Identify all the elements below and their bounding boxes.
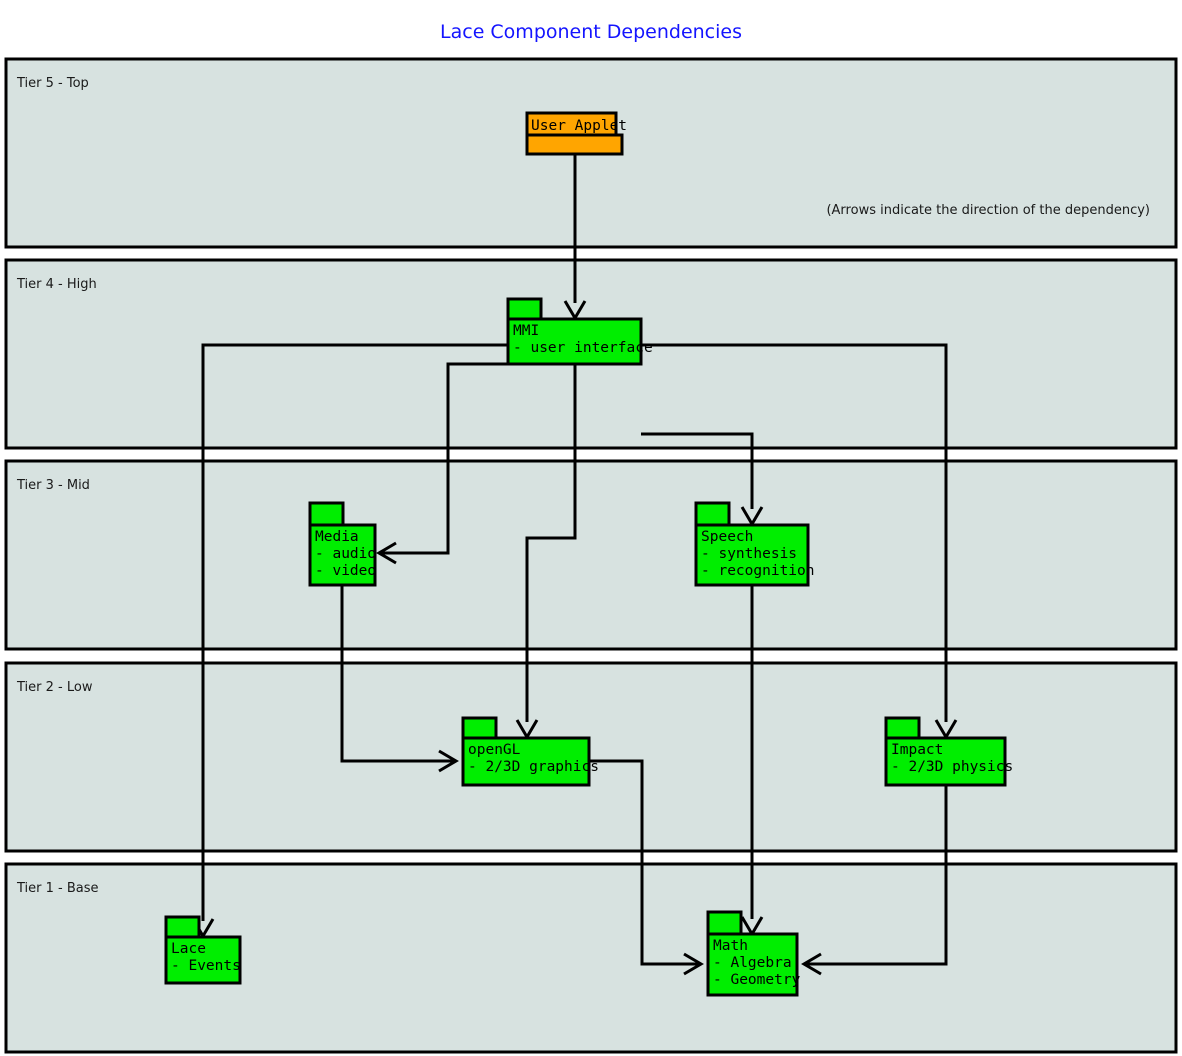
package-lace[interactable]: Lace- Events	[164, 915, 242, 985]
edge-arrowhead	[376, 541, 397, 565]
package-media[interactable]: Media- audio- video	[308, 501, 377, 587]
package-detail-line: - user interface	[513, 340, 653, 356]
package-math[interactable]: Math- Algebra- Geometry	[706, 910, 801, 997]
package-body[interactable]	[164, 935, 242, 985]
edge-media-to-opengl	[340, 585, 459, 773]
page-title: Lace Component Dependencies	[440, 21, 742, 43]
tier-panel-rect	[4, 459, 1178, 651]
package-name: MMI	[513, 323, 539, 339]
package-tab	[164, 915, 201, 939]
package-detail-line: - Algebra	[713, 955, 792, 971]
edge-line	[340, 585, 455, 763]
package-name: Math	[713, 938, 748, 954]
package-body[interactable]	[884, 736, 1007, 787]
tier-label: Tier 4 - High	[16, 277, 97, 292]
edge-line	[525, 364, 577, 722]
edge-line	[380, 362, 508, 555]
edge-mmi-to-media	[376, 362, 508, 565]
edge-arrowhead	[683, 952, 704, 976]
package-detail-line: - audio	[315, 546, 376, 562]
package-tab	[506, 297, 543, 321]
package-detail-line: - 2/3D graphics	[468, 759, 599, 775]
package-body[interactable]	[461, 736, 591, 787]
package-body[interactable]	[706, 932, 799, 997]
package-detail-line: - recognition	[701, 563, 815, 579]
package-mmi[interactable]: MMI- user interface	[506, 297, 653, 366]
package-tab	[706, 910, 743, 936]
edge-opengl-to-math	[589, 759, 704, 976]
edge-line	[589, 759, 700, 966]
edge-line	[805, 785, 948, 966]
edge-line	[641, 343, 948, 722]
package-tab	[461, 716, 498, 740]
arrow-direction-note: (Arrows indicate the direction of the de…	[826, 203, 1150, 218]
edge-arrowhead	[801, 952, 822, 976]
package-impact[interactable]: Impact- 2/3D physics	[884, 716, 1013, 787]
package-body[interactable]	[525, 133, 624, 156]
edge-impact-to-math	[801, 785, 948, 976]
package-name: User Applet	[531, 118, 627, 134]
package-tab	[884, 716, 921, 740]
package-body[interactable]	[506, 317, 643, 366]
edge-arrowhead	[438, 749, 459, 773]
tier-label: Tier 1 - Base	[16, 881, 99, 896]
package-tab	[308, 501, 345, 527]
package-name: Media	[315, 529, 359, 545]
tier-panel-rect	[4, 258, 1178, 450]
package-user-applet[interactable]: User Applet	[525, 111, 627, 156]
package-body[interactable]	[694, 523, 810, 587]
tier-panel-tier4: Tier 4 - High	[4, 258, 1178, 450]
dependency-edges	[191, 154, 958, 976]
package-speech[interactable]: Speech- synthesis- recognition	[694, 501, 815, 587]
package-name: Impact	[891, 742, 943, 758]
package-detail-line: - Geometry	[713, 972, 801, 988]
edge-line	[641, 432, 754, 509]
package-name: Lace	[171, 941, 206, 957]
package-detail-line: - 2/3D physics	[891, 759, 1013, 775]
tier-label: Tier 5 - Top	[16, 76, 89, 91]
package-body[interactable]	[308, 523, 377, 587]
package-detail-line: - video	[315, 563, 376, 579]
tier-label: Tier 3 - Mid	[16, 478, 90, 493]
package-tab	[694, 501, 731, 527]
tier-panel-tier3: Tier 3 - Mid	[4, 459, 1178, 651]
edge-line	[201, 343, 508, 921]
tier-label: Tier 2 - Low	[16, 680, 93, 695]
package-opengl[interactable]: openGL- 2/3D graphics	[461, 716, 599, 787]
package-detail-line: - synthesis	[701, 546, 797, 562]
package-name: Speech	[701, 529, 753, 545]
package-name: openGL	[468, 742, 521, 758]
package-detail-line: - Events	[171, 958, 241, 974]
